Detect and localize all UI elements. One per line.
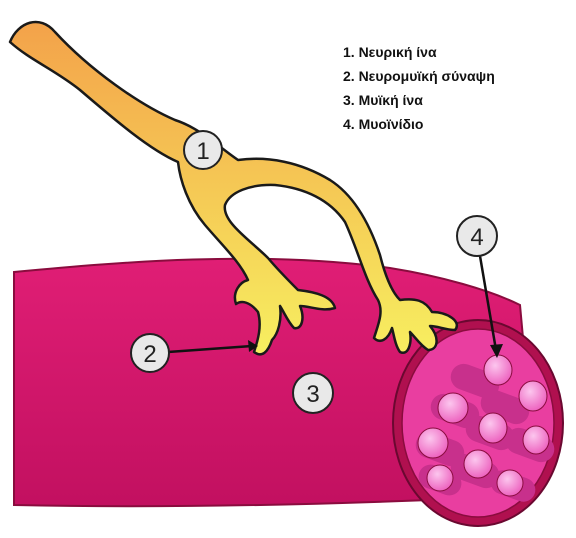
- legend: 1. Νευρική ίνα 2. Νευρομυϊκή σύναψη 3. Μ…: [343, 40, 495, 136]
- callout-3-label: 3: [306, 381, 319, 408]
- callout-2-label: 2: [143, 341, 156, 368]
- legend-item-muscle-fiber: 3. Μυϊκή ίνα: [343, 88, 495, 112]
- legend-item-neuromuscular-junction: 2. Νευρομυϊκή σύναψη: [343, 64, 495, 88]
- callout-4-label: 4: [470, 224, 483, 251]
- legend-item-nerve-fiber: 1. Νευρική ίνα: [343, 40, 495, 64]
- legend-item-myofibril: 4. Μυοϊνίδιο: [343, 112, 495, 136]
- callout-1-label: 1: [196, 138, 209, 165]
- callout-1: 1: [184, 131, 222, 169]
- callout-3: 3: [293, 373, 333, 413]
